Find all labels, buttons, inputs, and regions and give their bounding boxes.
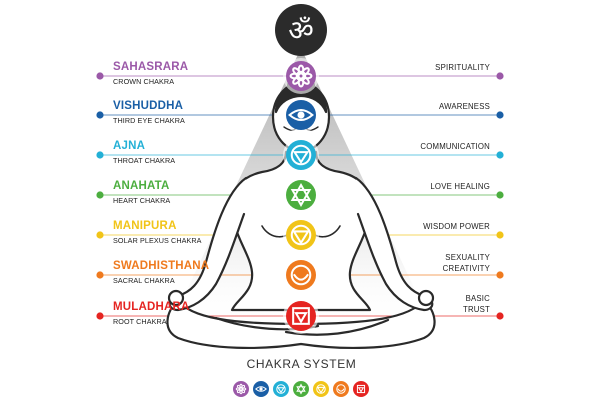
chakra-subtitle-swadhisthana: SACRAL CHAKRA <box>113 277 175 284</box>
bullet-dot-left-swadhisthana <box>96 271 103 278</box>
bottom-throat-icon-ajna <box>273 381 289 397</box>
chakra-quality-swadhisthana-1: SEXUALITY <box>445 254 490 262</box>
bullet-dot-left-muladhara <box>96 312 103 319</box>
chakra-name-anahata: ANAHATA <box>113 181 170 193</box>
om-symbol-icon: ॐ <box>288 14 314 47</box>
chakra-subtitle-ajna: THROAT CHAKRA <box>113 157 175 164</box>
chakra-manipura-triangle-icon <box>283 217 319 253</box>
chakra-name-sahasrara: SAHASRARA <box>113 62 188 74</box>
bottom-icon-row <box>233 381 369 397</box>
bottom-square-icon-muladhara <box>353 381 369 397</box>
chakra-quality-anahata: LOVE HEALING <box>430 183 490 191</box>
chakra-name-muladhara: MULADHARA <box>113 302 190 314</box>
bullet-dot-left-anahata <box>96 191 103 198</box>
bullet-dot-right-manipura <box>496 231 503 238</box>
chakra-quality-muladhara-2: TRUST <box>463 306 490 314</box>
bottom-heart-hexagram-icon-anahata <box>293 381 309 397</box>
bullet-dot-right-sahasrara <box>496 72 503 79</box>
bullet-dot-left-vishuddha <box>96 111 103 118</box>
chakra-anahata-heart-hexagram-icon <box>283 177 319 213</box>
bottom-triangle-icon-manipura <box>313 381 329 397</box>
chakra-subtitle-muladhara: ROOT CHAKRA <box>113 318 167 325</box>
bullet-dot-right-swadhisthana <box>496 271 503 278</box>
chakra-name-manipura: MANIPURA <box>113 221 177 233</box>
chakra-quality-swadhisthana-2: CREATIVITY <box>443 265 490 273</box>
chakra-swadhisthana-crescent-icon <box>283 257 319 293</box>
chakra-name-swadhisthana: SWADHISTHANA <box>113 261 209 273</box>
chakra-quality-muladhara-1: BASIC <box>466 295 490 303</box>
chakra-muladhara-square-icon <box>283 298 319 334</box>
bullet-dot-left-ajna <box>96 151 103 158</box>
chakra-ajna-throat-icon <box>283 137 319 173</box>
chakra-subtitle-anahata: HEART CHAKRA <box>113 197 170 204</box>
chakra-subtitle-vishuddha: THIRD EYE CHAKRA <box>113 117 185 124</box>
bottom-eye-icon-vishuddha <box>253 381 269 397</box>
om-badge: ॐ <box>275 4 327 56</box>
diagram-title: CHAKRA SYSTEM <box>0 357 603 371</box>
chakra-sahasrara-lotus-icon <box>283 58 319 94</box>
chakra-subtitle-sahasrara: CROWN CHAKRA <box>113 78 174 85</box>
chakra-quality-vishuddha: AWARENESS <box>439 103 490 111</box>
chakra-name-vishuddha: VISHUDDHA <box>113 101 183 113</box>
bullet-dot-left-sahasrara <box>96 72 103 79</box>
chakra-quality-sahasrara: SPIRITUALITY <box>435 64 490 72</box>
bullet-dot-left-manipura <box>96 231 103 238</box>
bottom-lotus-icon-sahasrara <box>233 381 249 397</box>
bullet-dot-right-ajna <box>496 151 503 158</box>
chakra-vishuddha-eye-icon <box>283 97 319 133</box>
chakra-subtitle-manipura: SOLAR PLEXUS CHAKRA <box>113 237 202 244</box>
bullet-dot-right-muladhara <box>496 312 503 319</box>
bullet-dot-right-vishuddha <box>496 111 503 118</box>
chakra-name-ajna: AJNA <box>113 141 145 153</box>
bullet-dot-right-anahata <box>496 191 503 198</box>
bottom-crescent-icon-swadhisthana <box>333 381 349 397</box>
chakra-quality-ajna: COMMUNICATION <box>420 143 490 151</box>
chakra-quality-manipura: WISDOM POWER <box>423 223 490 231</box>
